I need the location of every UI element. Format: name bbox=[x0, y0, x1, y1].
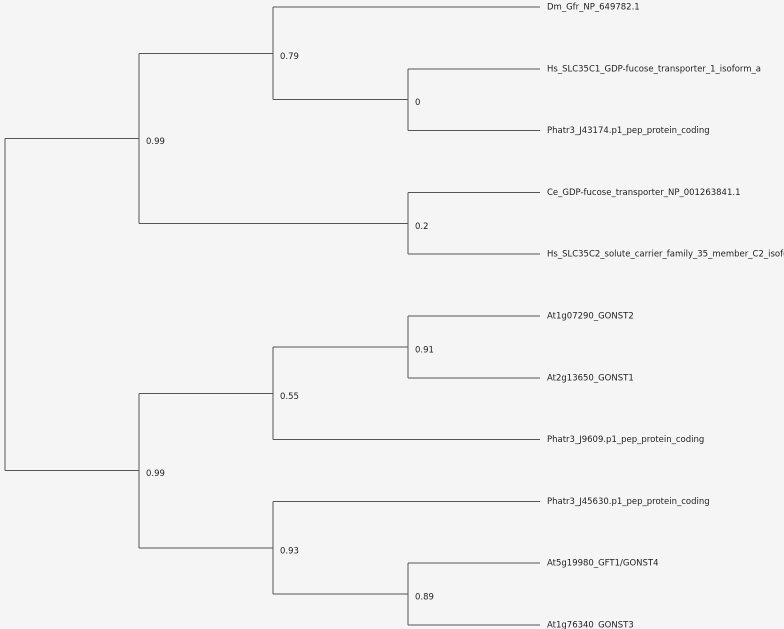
support-value-n_gonst12: 0.91 bbox=[415, 345, 434, 355]
support-value-n_gonst34: 0.89 bbox=[415, 593, 434, 603]
support-value-n_lower: 0.99 bbox=[146, 469, 165, 479]
leaf-label-at1g76340: At1g76340_GONST3 bbox=[547, 621, 634, 629]
leaf-label-at1g07290: At1g07290_GONST2 bbox=[547, 312, 634, 322]
leaf-label-at2g13650: At2g13650_GONST1 bbox=[547, 373, 634, 383]
leaf-label-at5g19980: At5g19980_GFT1/GONST4 bbox=[547, 559, 659, 569]
leaf-label-phatr3_j45630: Phatr3_J45630.p1_pep_protein_coding bbox=[547, 497, 710, 507]
support-value-n_hs_phatr: 0 bbox=[415, 98, 420, 108]
leaf-label-phatr3_j9609: Phatr3_J9609.p1_pep_protein_coding bbox=[547, 435, 704, 445]
support-values: 0 0.79 0.2 0.99 0.91 0.55 0.89 0.93 0.99 bbox=[146, 52, 434, 603]
support-value-n_ce_hs: 0.2 bbox=[415, 222, 429, 232]
leaf-labels: Dm_Gfr_NP_649782.1Hs_SLC35C1_GDP-fucose_… bbox=[547, 3, 784, 629]
leaf-label-hs_slc35c1: Hs_SLC35C1_GDP-fucose_transporter_1_isof… bbox=[547, 64, 761, 74]
tree-branches bbox=[4, 6, 540, 626]
support-value-n_j45630: 0.93 bbox=[280, 546, 299, 556]
leaf-label-ce_gdp: Ce_GDP-fucose_transporter_NP_001263841.1 bbox=[547, 188, 740, 198]
leaf-label-dm_gfr: Dm_Gfr_NP_649782.1 bbox=[547, 3, 640, 13]
leaf-label-phatr3_j43174: Phatr3_J43174.p1_pep_protein_coding bbox=[547, 126, 710, 136]
support-value-n_dm: 0.79 bbox=[280, 52, 299, 62]
support-value-n_upper: 0.99 bbox=[146, 137, 165, 147]
support-value-n_j9609: 0.55 bbox=[280, 392, 299, 402]
leaf-label-hs_slc35c2: Hs_SLC35C2_solute_carrier_family_35_memb… bbox=[547, 250, 784, 260]
